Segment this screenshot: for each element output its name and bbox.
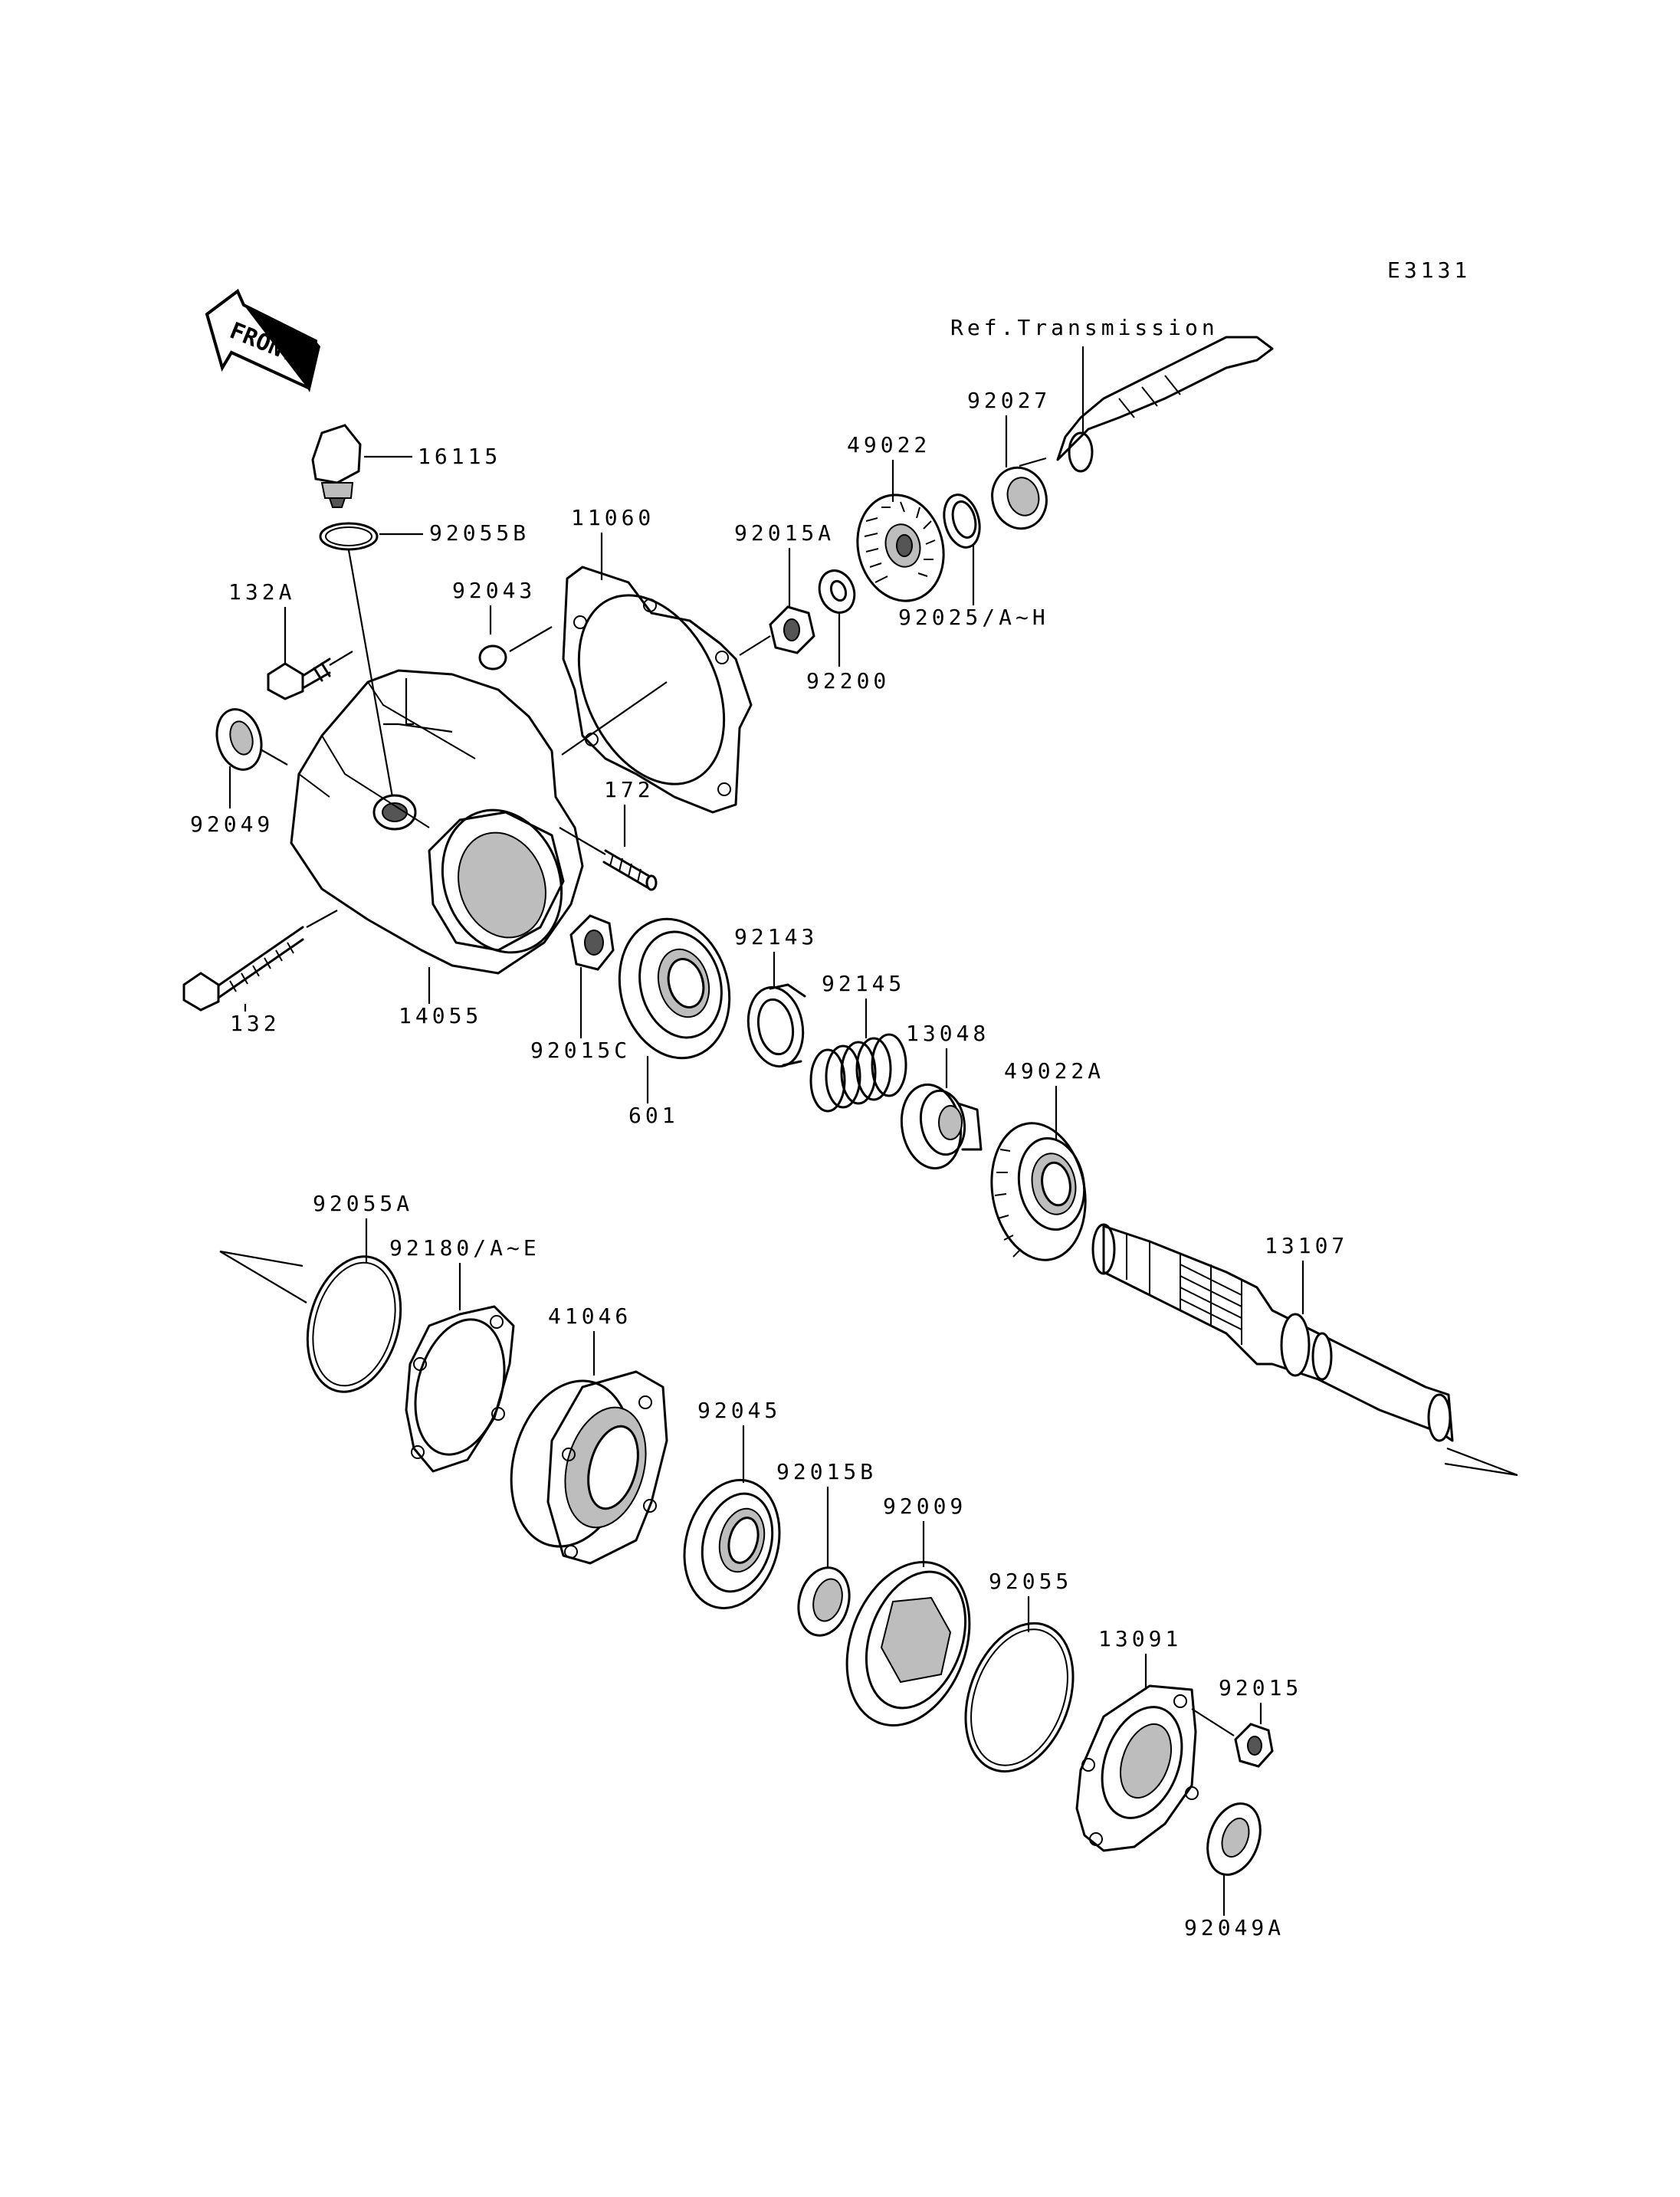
label-92027: 92027 [967, 388, 1051, 413]
label-92055: 92055 [989, 1569, 1072, 1594]
label-132: 132 [230, 1011, 281, 1036]
label-49022A: 49022A [1004, 1058, 1104, 1084]
part-16115 [311, 424, 362, 508]
part-92055 [964, 1622, 1075, 1773]
part-92055A [306, 1255, 402, 1393]
part-92180 [405, 1305, 515, 1473]
label-92025: 92025/A~H [898, 605, 1049, 630]
part-601 [618, 917, 731, 1060]
part-13048 [900, 1083, 983, 1170]
part-92143 [746, 983, 806, 1068]
part-92015 [1234, 1723, 1274, 1768]
label-ref-transmission: Ref.Transmission [950, 315, 1219, 340]
part-92200 [818, 569, 856, 614]
part-41046 [510, 1370, 668, 1565]
part-92043 [478, 644, 507, 671]
transmission-shaft [1019, 336, 1274, 473]
label-172: 172 [604, 777, 655, 802]
part-132A [267, 657, 331, 700]
part-172 [602, 849, 658, 891]
label-92145: 92145 [822, 971, 905, 996]
part-11060 [562, 566, 753, 814]
label-11060: 11060 [571, 505, 655, 530]
label-92180: 92180/A~E [389, 1235, 540, 1261]
label-92015A: 92015A [734, 520, 835, 546]
label-92049: 92049 [190, 812, 274, 837]
label-14055: 14055 [399, 1003, 482, 1028]
label-16115: 16115 [418, 444, 501, 469]
part-49022A [990, 1122, 1087, 1261]
label-49022: 49022 [847, 432, 930, 457]
part-92049A [1206, 1802, 1262, 1876]
part-92049 [215, 708, 263, 771]
part-92015C [569, 914, 615, 971]
diagram-code: E3131 [1387, 257, 1471, 283]
label-13048: 13048 [906, 1021, 989, 1046]
part-92145 [809, 1033, 907, 1113]
part-132 [182, 926, 304, 1012]
label-13107: 13107 [1265, 1233, 1348, 1258]
label-92200: 92200 [806, 668, 890, 694]
label-92015C: 92015C [530, 1038, 631, 1063]
label-92143: 92143 [734, 924, 818, 949]
label-41046: 41046 [548, 1303, 632, 1329]
part-13091 [1075, 1684, 1199, 1852]
label-92055B: 92055B [429, 520, 530, 546]
label-92055A: 92055A [313, 1191, 413, 1216]
part-92027 [991, 466, 1048, 530]
part-92045 [683, 1478, 781, 1610]
label-92043: 92043 [452, 578, 536, 603]
part-13107 [1091, 1223, 1454, 1442]
part-92015A [769, 605, 815, 654]
label-92045: 92045 [697, 1398, 781, 1423]
part-92055B [319, 522, 379, 551]
label-92049A: 92049A [1184, 1915, 1285, 1940]
label-13091: 13091 [1098, 1626, 1182, 1651]
label-92009: 92009 [883, 1494, 966, 1519]
front-arrow-icon: FRONT [205, 288, 320, 392]
label-92015B: 92015B [776, 1459, 877, 1484]
part-14055 [290, 669, 584, 975]
part-49022 [856, 494, 945, 602]
label-132A: 132A [228, 579, 295, 605]
part-92009 [845, 1560, 971, 1727]
part-92015B [797, 1566, 851, 1637]
label-601: 601 [628, 1103, 679, 1128]
part-92025 [943, 494, 981, 549]
label-92015: 92015 [1219, 1675, 1302, 1700]
